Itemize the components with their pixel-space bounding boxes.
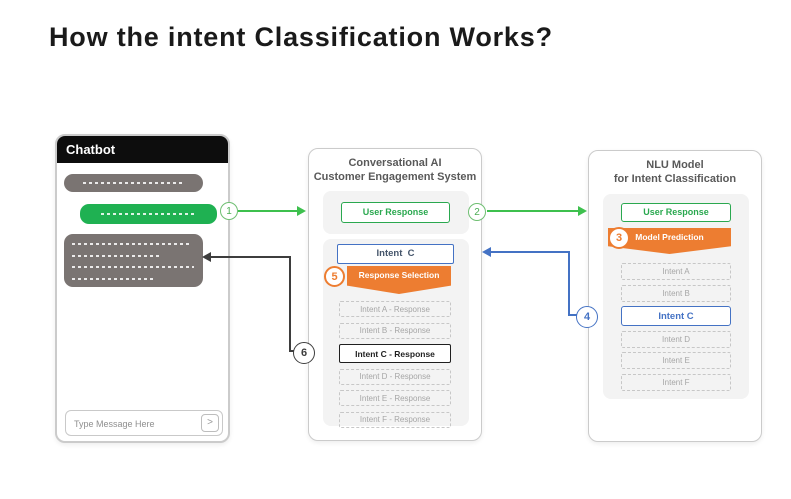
step-1-badge: 1 <box>220 202 238 220</box>
arrow-4-vline <box>568 251 570 315</box>
bot-message-bubble <box>64 174 203 192</box>
send-button[interactable]: > <box>201 414 219 432</box>
arrow-2-line <box>487 210 578 212</box>
arrow-6-head <box>202 252 211 262</box>
panel-title: NLU Model for Intent Classification <box>589 158 761 186</box>
step-4-badge: 4 <box>576 306 598 328</box>
chatbot-header: Chatbot <box>57 136 228 163</box>
panel-title-line2: Customer Engagement System <box>313 171 477 183</box>
arrow-6-hline <box>211 256 291 258</box>
response-item: Intent F - Response <box>339 411 451 428</box>
intent-c-box: Intent C <box>337 244 454 264</box>
user-response-box: User Response <box>621 203 731 222</box>
page-title: How the intent Classification Works? <box>49 22 553 52</box>
response-selection-ribbon: Response Selection <box>347 266 451 294</box>
response-item: Intent D - Response <box>339 368 451 385</box>
arrow-1-line <box>238 210 298 212</box>
user-message-bubble <box>80 204 217 224</box>
intent-item: Intent E <box>621 352 731 369</box>
intent-item: Intent D <box>621 330 731 348</box>
step-3-badge: 3 <box>608 227 630 249</box>
panel-title-line1: Conversational AI <box>348 157 442 169</box>
send-icon: > <box>207 417 213 428</box>
step-2-badge: 2 <box>468 203 486 221</box>
arrow-6-stub <box>289 350 296 352</box>
arrow-4-hline <box>491 251 570 253</box>
response-item: Intent E - Response <box>339 390 451 406</box>
message-line <box>72 278 153 280</box>
chatbot-panel: Chatbot > <box>55 134 230 443</box>
user-response-box: User Response <box>341 202 450 223</box>
message-line <box>100 213 197 215</box>
message-input[interactable] <box>72 412 194 436</box>
message-input-container: > <box>65 410 223 436</box>
arrow-2-head <box>578 206 587 216</box>
intent-item: Intent B <box>621 284 731 302</box>
intent-item: Intent C <box>621 306 731 326</box>
panel-title-line2: for Intent Classification <box>613 173 737 185</box>
nlu-model-panel: NLU Model for Intent Classification User… <box>588 150 762 442</box>
response-item: Intent B - Response <box>339 322 451 339</box>
intent-item: Intent F <box>621 373 731 391</box>
conversational-ai-panel: Conversational AI Customer Engagement Sy… <box>308 148 482 441</box>
arrow-1-head <box>297 206 306 216</box>
arrow-4-stub <box>568 314 578 316</box>
message-line <box>72 255 161 257</box>
step-6-badge: 6 <box>293 342 315 364</box>
intent-list: Intent A Intent B Intent C Intent D Intent E… <box>621 263 731 391</box>
message-line <box>82 182 185 184</box>
panel-title: Conversational AI Customer Engagement Sy… <box>309 156 481 184</box>
chatbot-header-label: Chatbot <box>66 142 116 157</box>
message-line <box>72 243 191 245</box>
response-selection-card: Intent C Response Selection Intent A - R… <box>323 239 469 428</box>
arrow-4-head <box>482 247 491 257</box>
user-response-card: User Response <box>323 191 469 234</box>
response-item: Intent A - Response <box>339 301 451 317</box>
step-5-badge: 5 <box>324 266 345 287</box>
arrow-6-vline <box>289 256 291 352</box>
response-item: Intent C - Response <box>339 344 451 363</box>
message-line <box>72 266 195 268</box>
panel-title-line1: NLU Model <box>646 159 704 171</box>
intent-item: Intent A <box>621 263 731 280</box>
bot-response-bubble <box>64 234 203 287</box>
